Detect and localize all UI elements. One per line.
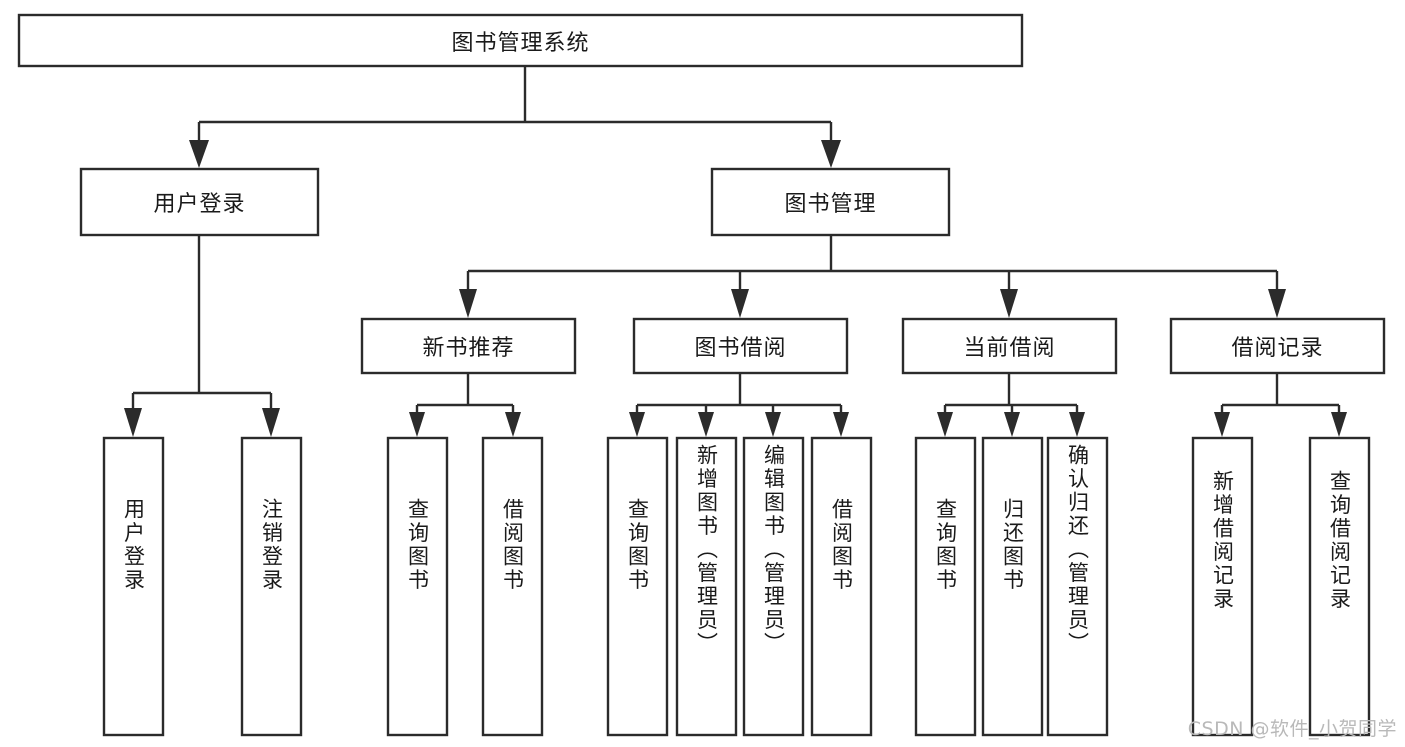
arrow-head-leaf-query-record bbox=[1331, 412, 1347, 437]
node-leaf-user-login-box[interactable] bbox=[102, 436, 165, 737]
watermark-text: CSDN @软件_小贺同学 bbox=[1187, 718, 1397, 740]
node-leaf-query-record-box[interactable] bbox=[1308, 436, 1371, 737]
arrow-head-book-borrow bbox=[731, 289, 749, 318]
node-leaf-query-book-2-box[interactable] bbox=[606, 436, 669, 737]
arrow-head-leaf-user-login bbox=[124, 408, 142, 437]
arrow-head-leaf-return-book bbox=[1004, 412, 1020, 437]
node-leaf-query-book-1-box[interactable] bbox=[386, 436, 449, 737]
node-leaf-logout-box[interactable] bbox=[240, 436, 303, 737]
arrow-head-new-book-recommend bbox=[459, 289, 477, 318]
node-leaf-confirm-return-box[interactable] bbox=[1046, 436, 1109, 737]
arrow-head-leaf-query-book-1 bbox=[409, 412, 425, 437]
arrow-head-leaf-edit-book bbox=[765, 412, 781, 437]
node-leaf-query-book-3-box[interactable] bbox=[914, 436, 977, 737]
arrow-head-leaf-borrow-book-1 bbox=[505, 412, 521, 437]
node-root-box[interactable] bbox=[17, 13, 1024, 68]
node-leaf-add-book-box[interactable] bbox=[675, 436, 738, 737]
arrow-head-leaf-confirm-return bbox=[1069, 412, 1085, 437]
arrow-head-book-manage bbox=[821, 140, 841, 168]
node-borrow-record-box[interactable] bbox=[1169, 317, 1386, 375]
node-leaf-borrow-book-2-box[interactable] bbox=[810, 436, 873, 737]
arrow-head-current-borrow bbox=[1000, 289, 1018, 318]
arrow-head-leaf-logout bbox=[262, 408, 280, 437]
arrow-head-user-login bbox=[189, 140, 209, 168]
node-leaf-edit-book-box[interactable] bbox=[742, 436, 805, 737]
node-leaf-borrow-book-1-box[interactable] bbox=[481, 436, 544, 737]
arrow-head-borrow-record bbox=[1268, 289, 1286, 318]
arrow-head-leaf-add-record bbox=[1214, 412, 1230, 437]
arrow-head-leaf-borrow-book-2 bbox=[833, 412, 849, 437]
node-leaf-return-book-box[interactable] bbox=[981, 436, 1044, 737]
arrow-head-leaf-add-book bbox=[698, 412, 714, 437]
arrow-head-leaf-query-book-2 bbox=[629, 412, 645, 437]
node-new-book-recommend-box[interactable] bbox=[360, 317, 577, 375]
arrow-head-leaf-query-book-3 bbox=[937, 412, 953, 437]
node-user-login-box[interactable] bbox=[79, 167, 320, 237]
node-leaf-add-record-box[interactable] bbox=[1191, 436, 1254, 737]
node-current-borrow-box[interactable] bbox=[901, 317, 1118, 375]
node-book-borrow-box[interactable] bbox=[632, 317, 849, 375]
node-book-manage-box[interactable] bbox=[710, 167, 951, 237]
